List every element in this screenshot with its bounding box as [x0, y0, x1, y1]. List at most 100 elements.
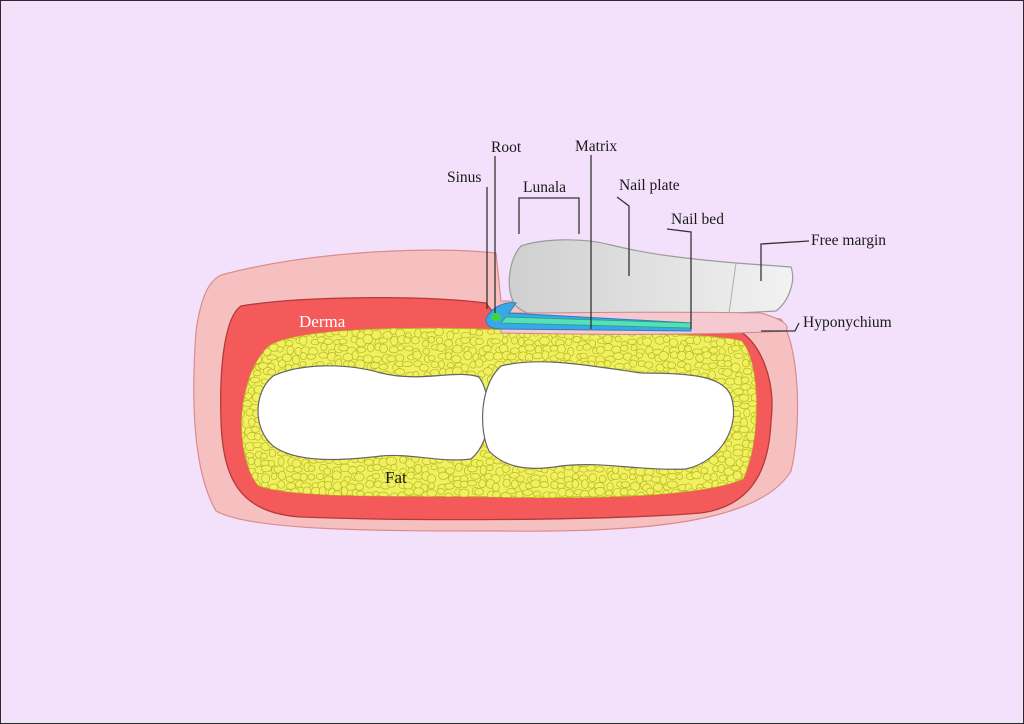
fat-cell	[414, 495, 422, 498]
fat-cell	[306, 353, 316, 360]
fat-cell	[740, 383, 752, 391]
fat-cell	[428, 354, 436, 362]
fat-cell	[460, 480, 469, 488]
fat-cell	[730, 345, 741, 352]
fat-cell	[444, 339, 453, 348]
fat-cell	[747, 400, 757, 407]
fat-cell	[266, 354, 278, 361]
fat-cell	[487, 328, 495, 335]
fat-cell	[668, 338, 679, 348]
fat-cell	[474, 488, 485, 496]
fat-cell	[323, 338, 333, 345]
fat-cell	[733, 352, 744, 359]
fat-cell	[475, 338, 484, 345]
fat-cell	[446, 362, 455, 369]
fat-cell	[340, 486, 348, 497]
fat-cell	[626, 488, 637, 497]
fat-cell	[367, 343, 375, 353]
fat-cell	[667, 473, 678, 480]
fat-cell	[492, 490, 501, 498]
fat-cell	[619, 473, 628, 481]
fat-cell	[385, 456, 397, 466]
fat-cell	[371, 329, 382, 340]
fat-cell	[636, 474, 643, 484]
fat-cell	[324, 480, 332, 490]
fat-cell	[436, 336, 444, 345]
fat-cell	[571, 495, 583, 498]
fat-cell	[270, 472, 278, 480]
fat-cell	[602, 334, 613, 344]
fat-cell	[516, 475, 525, 483]
fat-cell	[598, 475, 607, 483]
fat-cell	[501, 464, 511, 473]
fat-cell	[363, 458, 374, 466]
fat-cell	[614, 335, 622, 343]
fat-cell	[515, 490, 524, 498]
fat-cell	[579, 352, 588, 359]
label-hyponychium: Hyponychium	[803, 314, 892, 331]
fat-cell	[390, 336, 399, 346]
fat-cell	[267, 368, 277, 376]
fat-cell	[510, 479, 519, 489]
fat-cell	[268, 448, 277, 458]
fat-cell	[717, 464, 725, 474]
fat-cell	[436, 343, 446, 352]
fat-cell	[650, 475, 662, 483]
fat-cell	[422, 348, 431, 355]
fat-cell	[490, 338, 501, 345]
fat-cell	[286, 345, 294, 355]
label-derma: Derma	[299, 312, 346, 331]
fat-cell	[250, 376, 261, 384]
fat-cell	[610, 472, 621, 480]
root	[491, 313, 501, 321]
fat-cell	[653, 483, 664, 492]
leader-lines	[486, 155, 810, 332]
fat-cell	[629, 359, 638, 368]
fat-cell	[557, 344, 566, 354]
fat-cell	[565, 489, 574, 498]
fat-cell	[730, 362, 741, 373]
fat-cell	[629, 473, 636, 481]
fat-cell	[434, 328, 445, 337]
fat-cell	[581, 479, 589, 489]
fat-cell	[278, 470, 286, 481]
fat-cell	[401, 361, 413, 368]
fat-cell	[372, 463, 382, 471]
fat-cell	[502, 478, 511, 488]
fat-cell	[644, 468, 655, 476]
fat-cell	[299, 335, 308, 346]
fat-cell	[606, 482, 614, 491]
fat-cell	[250, 426, 260, 433]
fat-cell	[517, 337, 525, 347]
label-nail-plate: Nail plate	[619, 177, 680, 194]
fat-cell	[285, 482, 296, 490]
fat-cell	[458, 488, 470, 498]
fat-cell	[621, 481, 631, 488]
fat-cell	[436, 487, 445, 495]
fat-cell	[594, 487, 606, 496]
fat-cell	[315, 473, 325, 480]
fat-cell	[396, 344, 405, 351]
fat-cell	[627, 338, 637, 345]
fat-cell	[612, 352, 624, 360]
fat-cell	[379, 343, 388, 354]
fat-cell	[738, 394, 750, 402]
fat-cell	[646, 487, 655, 496]
fat-cell	[347, 360, 355, 368]
fat-cell	[395, 353, 405, 362]
fat-cell	[378, 337, 388, 344]
fat-cell	[351, 350, 359, 361]
fat-cell	[511, 336, 519, 345]
fat-cell	[525, 468, 535, 475]
leader-nail-plate	[616, 196, 630, 276]
fat-cell	[386, 355, 397, 363]
fat-cell	[740, 376, 750, 384]
fat-cell	[438, 471, 449, 480]
fat-cell	[404, 488, 415, 496]
fat-cell	[510, 347, 520, 354]
fat-cell	[485, 458, 495, 466]
fat-cell	[524, 344, 535, 352]
fat-cell	[647, 352, 655, 359]
fat-cell	[382, 331, 393, 340]
